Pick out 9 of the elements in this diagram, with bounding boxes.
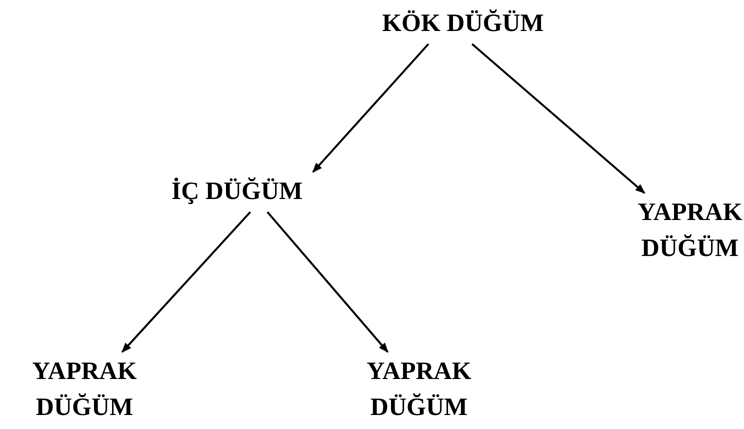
arrow — [312, 43, 430, 173]
arrow — [471, 43, 646, 194]
arrow — [121, 211, 252, 353]
node-label: YAPRAK DÜĞÜM — [348, 352, 490, 428]
node-label: YAPRAK DÜĞÜM — [12, 352, 157, 428]
arrow — [266, 211, 389, 353]
node-label: İÇ DÜĞÜM — [142, 172, 332, 212]
node-label: YAPRAK DÜĞÜM — [625, 193, 744, 269]
node-label: KÖK DÜĞÜM — [372, 4, 554, 44]
